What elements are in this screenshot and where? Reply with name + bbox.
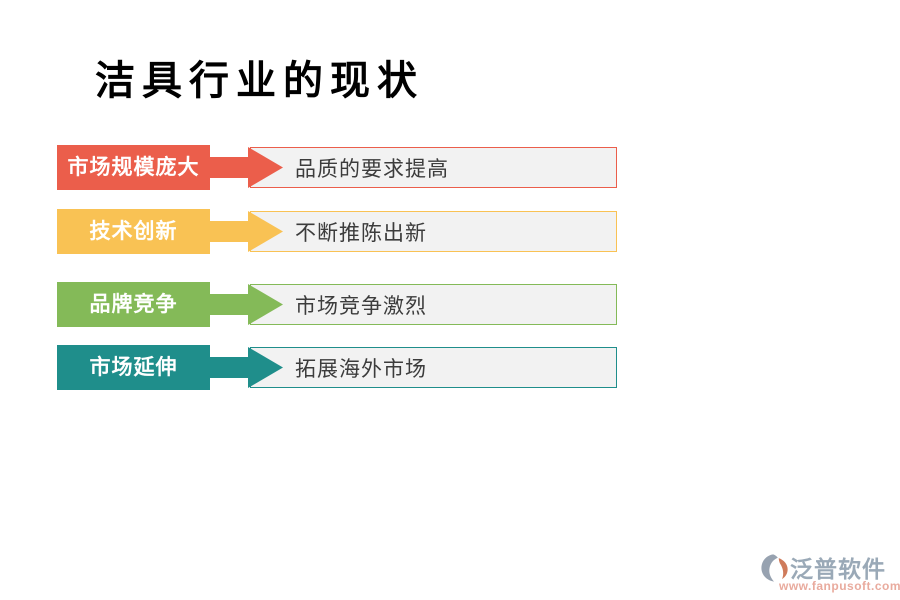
description-text: 品质的要求提高 xyxy=(295,157,449,181)
description-text: 市场竞争激烈 xyxy=(295,294,427,318)
vendor-url: www.fanpusoft.com xyxy=(779,579,900,593)
description-text: 不断推陈出新 xyxy=(295,221,427,245)
category-label: 市场规模庞大 xyxy=(57,145,210,190)
process-row-brand-competition: 品牌竞争 市场竞争激烈 xyxy=(0,282,900,328)
description-box: 拓展海外市场 xyxy=(250,347,617,388)
category-label: 技术创新 xyxy=(57,209,210,254)
category-label: 市场延伸 xyxy=(57,345,210,390)
arrow-right-icon xyxy=(210,284,283,325)
page-title: 洁具行业的现状 xyxy=(95,57,424,104)
category-label: 品牌竞争 xyxy=(57,282,210,327)
process-row-tech-innovation: 技术创新 不断推陈出新 xyxy=(0,209,900,255)
process-row-market-extension: 市场延伸 拓展海外市场 xyxy=(0,345,900,391)
description-text: 拓展海外市场 xyxy=(295,357,427,381)
arrow-right-icon xyxy=(210,147,283,188)
vendor-name: 泛普软件 xyxy=(790,556,886,582)
process-row-market-scale: 市场规模庞大 品质的要求提高 xyxy=(0,145,900,191)
description-box: 品质的要求提高 xyxy=(250,147,617,188)
vendor-watermark: 泛普软件 www.fanpusoft.com xyxy=(757,550,900,596)
arrow-right-icon xyxy=(210,347,283,388)
description-box: 不断推陈出新 xyxy=(250,211,617,252)
fanpu-logo-icon xyxy=(761,554,788,582)
description-box: 市场竞争激烈 xyxy=(250,284,617,325)
arrow-right-icon xyxy=(210,211,283,252)
